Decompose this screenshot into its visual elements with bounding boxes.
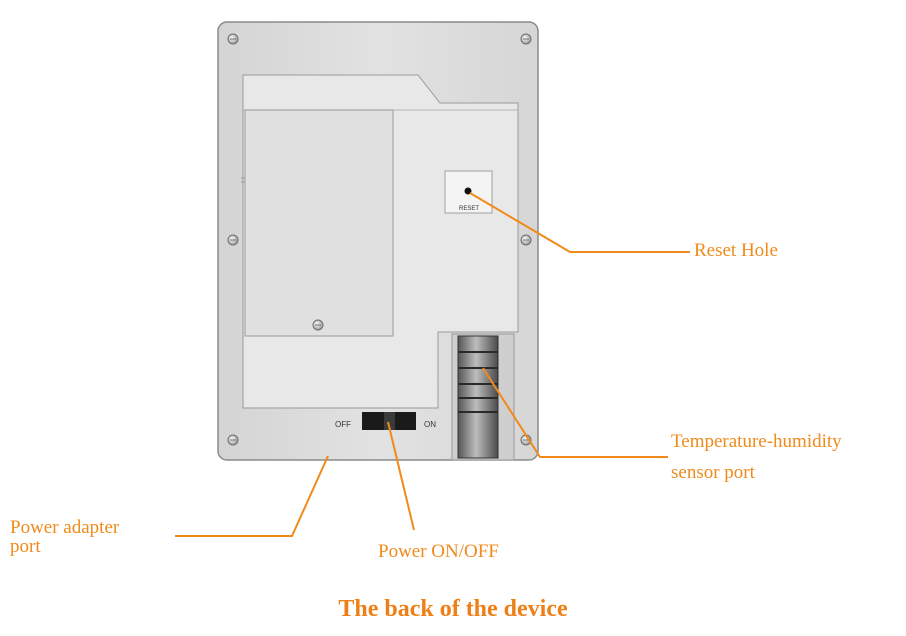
battery-door [244, 109, 394, 337]
reset-hole-leader [469, 192, 690, 253]
sensor-port-label-line2: sensor port [671, 462, 755, 483]
power-switch-knob[interactable] [384, 412, 395, 430]
reset-hole-label: Reset Hole [694, 240, 778, 261]
reset-hole[interactable] [464, 187, 472, 195]
power-adapter-leader [175, 455, 329, 537]
power-adapter-label-line1: Power adapter [10, 517, 120, 538]
power-adapter-label-line2: port [10, 536, 41, 557]
switch-off-label: OFF [335, 420, 351, 429]
switch-on-label: ON [424, 420, 436, 429]
reset-marking: RESET [459, 206, 479, 212]
screw-icon [227, 33, 532, 446]
power-switch-label: Power ON/OFF [378, 541, 499, 562]
power-switch-leader [387, 421, 415, 531]
diagram-caption: The back of the device [338, 596, 568, 622]
sensor-port-leader [482, 367, 668, 458]
sensor-port-label-line1: Temperature-humidity [671, 431, 842, 452]
